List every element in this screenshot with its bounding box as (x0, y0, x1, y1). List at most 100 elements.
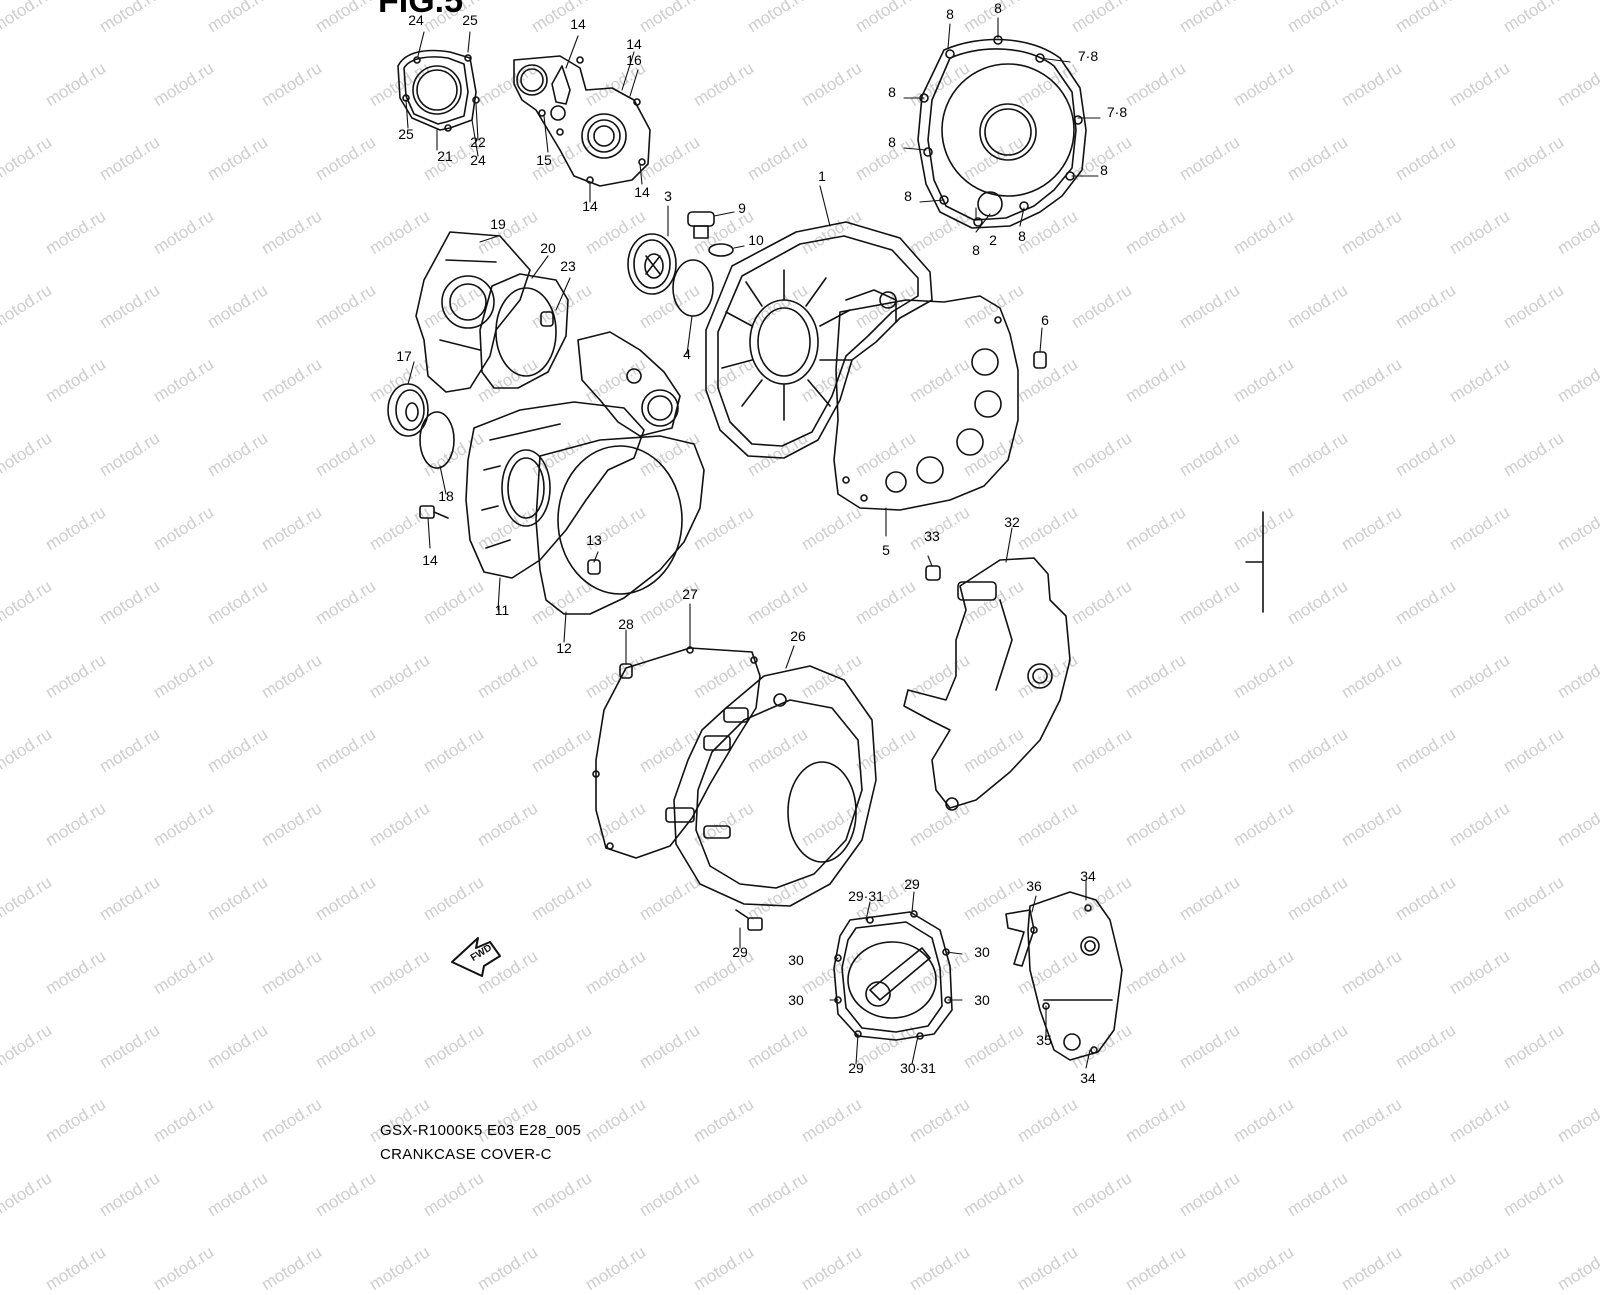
callout-c19: 19 (490, 216, 506, 232)
callout-c7b: 7·8 (1106, 104, 1128, 120)
callout-c36: 36 (1026, 878, 1042, 894)
callout-c6: 6 (1041, 312, 1049, 328)
callout-c12: 12 (556, 640, 572, 656)
callout-c27: 27 (682, 586, 698, 602)
plug-part-9 (687, 211, 715, 239)
callout-c13: 13 (586, 532, 602, 548)
watermark-text: motod.ru (1554, 1242, 1600, 1295)
watermark-text: motod.ru (258, 1242, 325, 1295)
model-code-caption: GSX-R1000K5 E03 E28_005 (380, 1122, 582, 1139)
callout-c7a: 7·8 (1077, 48, 1099, 64)
watermark-text: motod.ru (366, 1242, 433, 1295)
watermark-text: motod.ru (1014, 1242, 1081, 1295)
callout-c8e: 8 (904, 188, 912, 204)
watermark-text: motod.ru (1446, 1242, 1513, 1295)
watermark-text: motod.ru (1230, 1242, 1297, 1295)
small-cover-part-24 (397, 49, 480, 132)
bracket-part-36 (1005, 891, 1123, 1061)
gasket-part-12 (535, 435, 705, 615)
housing-middle (577, 331, 681, 437)
callout-c29a: 29 (732, 944, 748, 960)
gasket-part-20 (479, 273, 569, 389)
generator-cover-part-26 (665, 665, 877, 907)
watermark-text: motod.ru (690, 1242, 757, 1295)
leader-lines (405, 17, 1101, 1069)
small-cover-part-30 (833, 910, 953, 1041)
pump-housing-part-14 (513, 55, 651, 187)
callout-c29b: 29·31 (848, 888, 884, 904)
dowel-pin-part-13 (587, 559, 601, 575)
callout-c8h: 8 (1018, 228, 1026, 244)
callout-c21: 21 (437, 148, 453, 164)
section-name-caption: CRANKCASE COVER-C (380, 1146, 552, 1163)
cover-part-11 (465, 401, 645, 579)
callout-c8c: 8 (888, 84, 896, 100)
callout-c14a: 14 (570, 16, 586, 32)
callout-c16: 16 (626, 52, 642, 68)
bolt-part-29 (735, 909, 763, 931)
margin-mark (1245, 511, 1264, 613)
callout-c8a: 8 (946, 6, 954, 22)
callout-c8f: 8 (1100, 162, 1108, 178)
callout-c25a: 25 (462, 12, 478, 28)
callout-c34a: 34 (1080, 868, 1096, 884)
callout-c23: 23 (560, 258, 576, 274)
callout-c30a: 30 (788, 952, 804, 968)
callout-c10: 10 (748, 232, 764, 248)
callout-c15: 15 (536, 152, 552, 168)
bracket-part-32 (903, 557, 1071, 811)
exploded-parts-diagram: FWD (387, 17, 1264, 1069)
callout-c30e: 30·31 (900, 1060, 936, 1076)
callout-c20: 20 (540, 240, 556, 256)
dowel-pin-part-23 (540, 311, 554, 327)
callout-c35: 35 (1036, 1032, 1052, 1048)
watermark-text: motod.ru (1338, 1242, 1405, 1295)
watermark-text: motod.ru (0, 1242, 1, 1295)
callout-c29c: 29 (904, 876, 920, 892)
figure-title: FIG.5 (378, 0, 464, 20)
clutch-cover-part-2 (917, 35, 1087, 229)
callout-c2: 2 (989, 232, 997, 248)
callout-c25b: 25 (398, 126, 414, 142)
callout-c29d: 29 (848, 1060, 864, 1076)
watermark-text: motod.ru (906, 1242, 973, 1295)
callout-c1: 1 (818, 168, 826, 184)
callout-c3: 3 (664, 188, 672, 204)
callout-c26: 26 (790, 628, 806, 644)
watermark-text: motod.ru (42, 1242, 109, 1295)
o-ring-part-4 (672, 259, 714, 317)
callout-c30c: 30 (788, 992, 804, 1008)
callout-c34b: 34 (1080, 1070, 1096, 1086)
callout-c30d: 30 (974, 992, 990, 1008)
callout-c33: 33 (924, 528, 940, 544)
callout-c5: 5 (882, 542, 890, 558)
callout-c18: 18 (438, 488, 454, 504)
callout-c14b: 14 (626, 36, 642, 52)
callout-c9: 9 (738, 200, 746, 216)
fwd-arrow-icon: FWD (451, 937, 501, 977)
o-ring-part-18 (419, 411, 455, 469)
gasket-part-5 (833, 295, 1019, 511)
callout-c24b: 24 (470, 152, 486, 168)
dowel-pin-part-6 (1033, 351, 1047, 369)
callout-c8g: 8 (972, 242, 980, 258)
gasket-part-27 (592, 646, 761, 859)
gasket-part-10 (708, 243, 734, 257)
watermark-text: motod.ru (582, 1242, 649, 1295)
watermark-text: motod.ru (1122, 1242, 1189, 1295)
callout-c11: 11 (494, 602, 510, 618)
watermark-text: motod.ru (150, 1242, 217, 1295)
callout-c4: 4 (683, 346, 691, 362)
callout-c24a: 24 (408, 12, 424, 28)
callout-c32: 32 (1004, 514, 1020, 530)
watermark-text: motod.ru (474, 1242, 541, 1295)
callout-c8b: 8 (994, 0, 1002, 16)
callout-c8d: 8 (888, 134, 896, 150)
callout-c14e: 14 (422, 552, 438, 568)
crankcase-cover-part-1 (705, 221, 933, 459)
bolt-part-14 (419, 505, 449, 519)
callout-c22: 22 (470, 134, 486, 150)
callout-c17: 17 (396, 348, 412, 364)
callout-c14d: 14 (634, 184, 650, 200)
